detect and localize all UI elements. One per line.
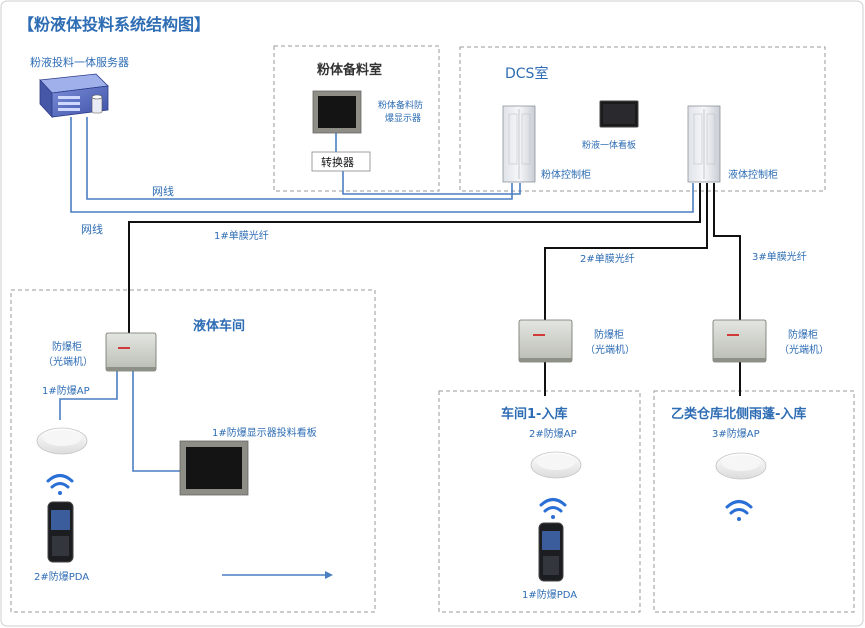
liquid-display-label: 1#防爆显示器投料看板	[212, 426, 317, 439]
network-cables	[59, 117, 694, 576]
pda-icon	[538, 522, 564, 582]
powder-display-icon	[312, 90, 362, 134]
converter-box	[311, 151, 371, 172]
wifi-icon	[725, 500, 753, 521]
room-dcs	[459, 46, 826, 192]
workshop1-ap-icon	[530, 451, 582, 479]
wifi-icon	[46, 474, 74, 495]
room-workshop1	[438, 390, 641, 613]
mid-cabinet-label-2: （光端机）	[585, 343, 635, 356]
liquid-cabinet-icon	[687, 105, 721, 183]
converter-label: 转换器	[321, 155, 354, 169]
fiber-1	[128, 183, 701, 333]
mid-explosion-proof-cabinet-icon	[518, 319, 573, 363]
liquid-ap-label: 1#防爆AP	[42, 384, 90, 397]
right-cabinet-label-2: （光端机）	[779, 343, 829, 356]
liquid-explosion-proof-cabinet-icon	[105, 332, 157, 372]
powder-display-label-1: 粉体备料防	[378, 99, 423, 111]
link-label-net1: 网线	[152, 184, 174, 198]
fiber-3	[713, 183, 741, 320]
workshop1-ap-label: 2#防爆AP	[529, 427, 577, 440]
room-warehouse	[653, 390, 855, 613]
net-line-cabinet-ap	[59, 371, 118, 420]
warehouse-ap-label: 3#防爆AP	[712, 427, 760, 440]
right-cabinet-label-1: 防爆柜	[788, 328, 818, 341]
room-liquid-workshop	[10, 289, 376, 613]
board-monitor-icon	[599, 100, 639, 128]
diagram-title: 【粉液体投料系统结构图】	[18, 15, 210, 34]
link-label-fiber2: 2#单膜光纤	[580, 252, 635, 265]
server-label: 粉液投料一体服务器	[30, 55, 129, 69]
pda-icon	[47, 501, 74, 563]
warehouse-ap-icon	[715, 452, 767, 480]
link-label-fiber1: 1#单膜光纤	[214, 229, 269, 242]
right-explosion-proof-cabinet-icon	[712, 319, 767, 363]
powder-prep-title: 粉体备料室	[317, 62, 382, 78]
workshop1-pda-label: 1#防爆PDA	[522, 588, 577, 601]
board-label: 粉液一体看板	[582, 139, 636, 151]
workshop1-title: 车间1-入库	[501, 406, 567, 422]
net-line-converter-powder-cabinet	[342, 171, 521, 195]
liquid-ap-icon	[36, 427, 88, 455]
server-icon	[39, 73, 109, 119]
liquid-cabinet-label-2: （光端机）	[43, 355, 93, 368]
liquid-cabinet-label: 液体控制柜	[728, 168, 778, 181]
room-powder-prep	[273, 45, 440, 192]
powder-cabinet-label: 粉体控制柜	[541, 168, 591, 181]
wifi-icon	[539, 498, 567, 519]
liquid-pda-label: 2#防爆PDA	[34, 570, 89, 583]
link-label-net2: 网线	[81, 222, 103, 236]
fiber-2	[544, 183, 708, 320]
powder-cabinet-icon	[502, 105, 536, 183]
fiber-cables	[128, 183, 741, 396]
link-label-fiber3: 3#单膜光纤	[752, 250, 807, 263]
warehouse-title: 乙类仓库北侧雨蓬-入库	[671, 406, 806, 422]
arrow-head	[325, 571, 333, 579]
net-line-server-liquid-cabinet	[70, 117, 694, 213]
net-line-server-powder-cabinet	[86, 117, 513, 200]
powder-display-label-2: 爆显示器	[385, 112, 421, 124]
liquid-display-icon	[179, 440, 249, 496]
liquid-cabinet-label-1: 防爆柜	[52, 340, 82, 353]
net-line-cabinet-display	[132, 371, 180, 472]
mid-cabinet-label-1: 防爆柜	[594, 328, 624, 341]
dcs-title: DCS室	[505, 65, 548, 82]
liquid-workshop-title: 液体车间	[193, 318, 245, 334]
